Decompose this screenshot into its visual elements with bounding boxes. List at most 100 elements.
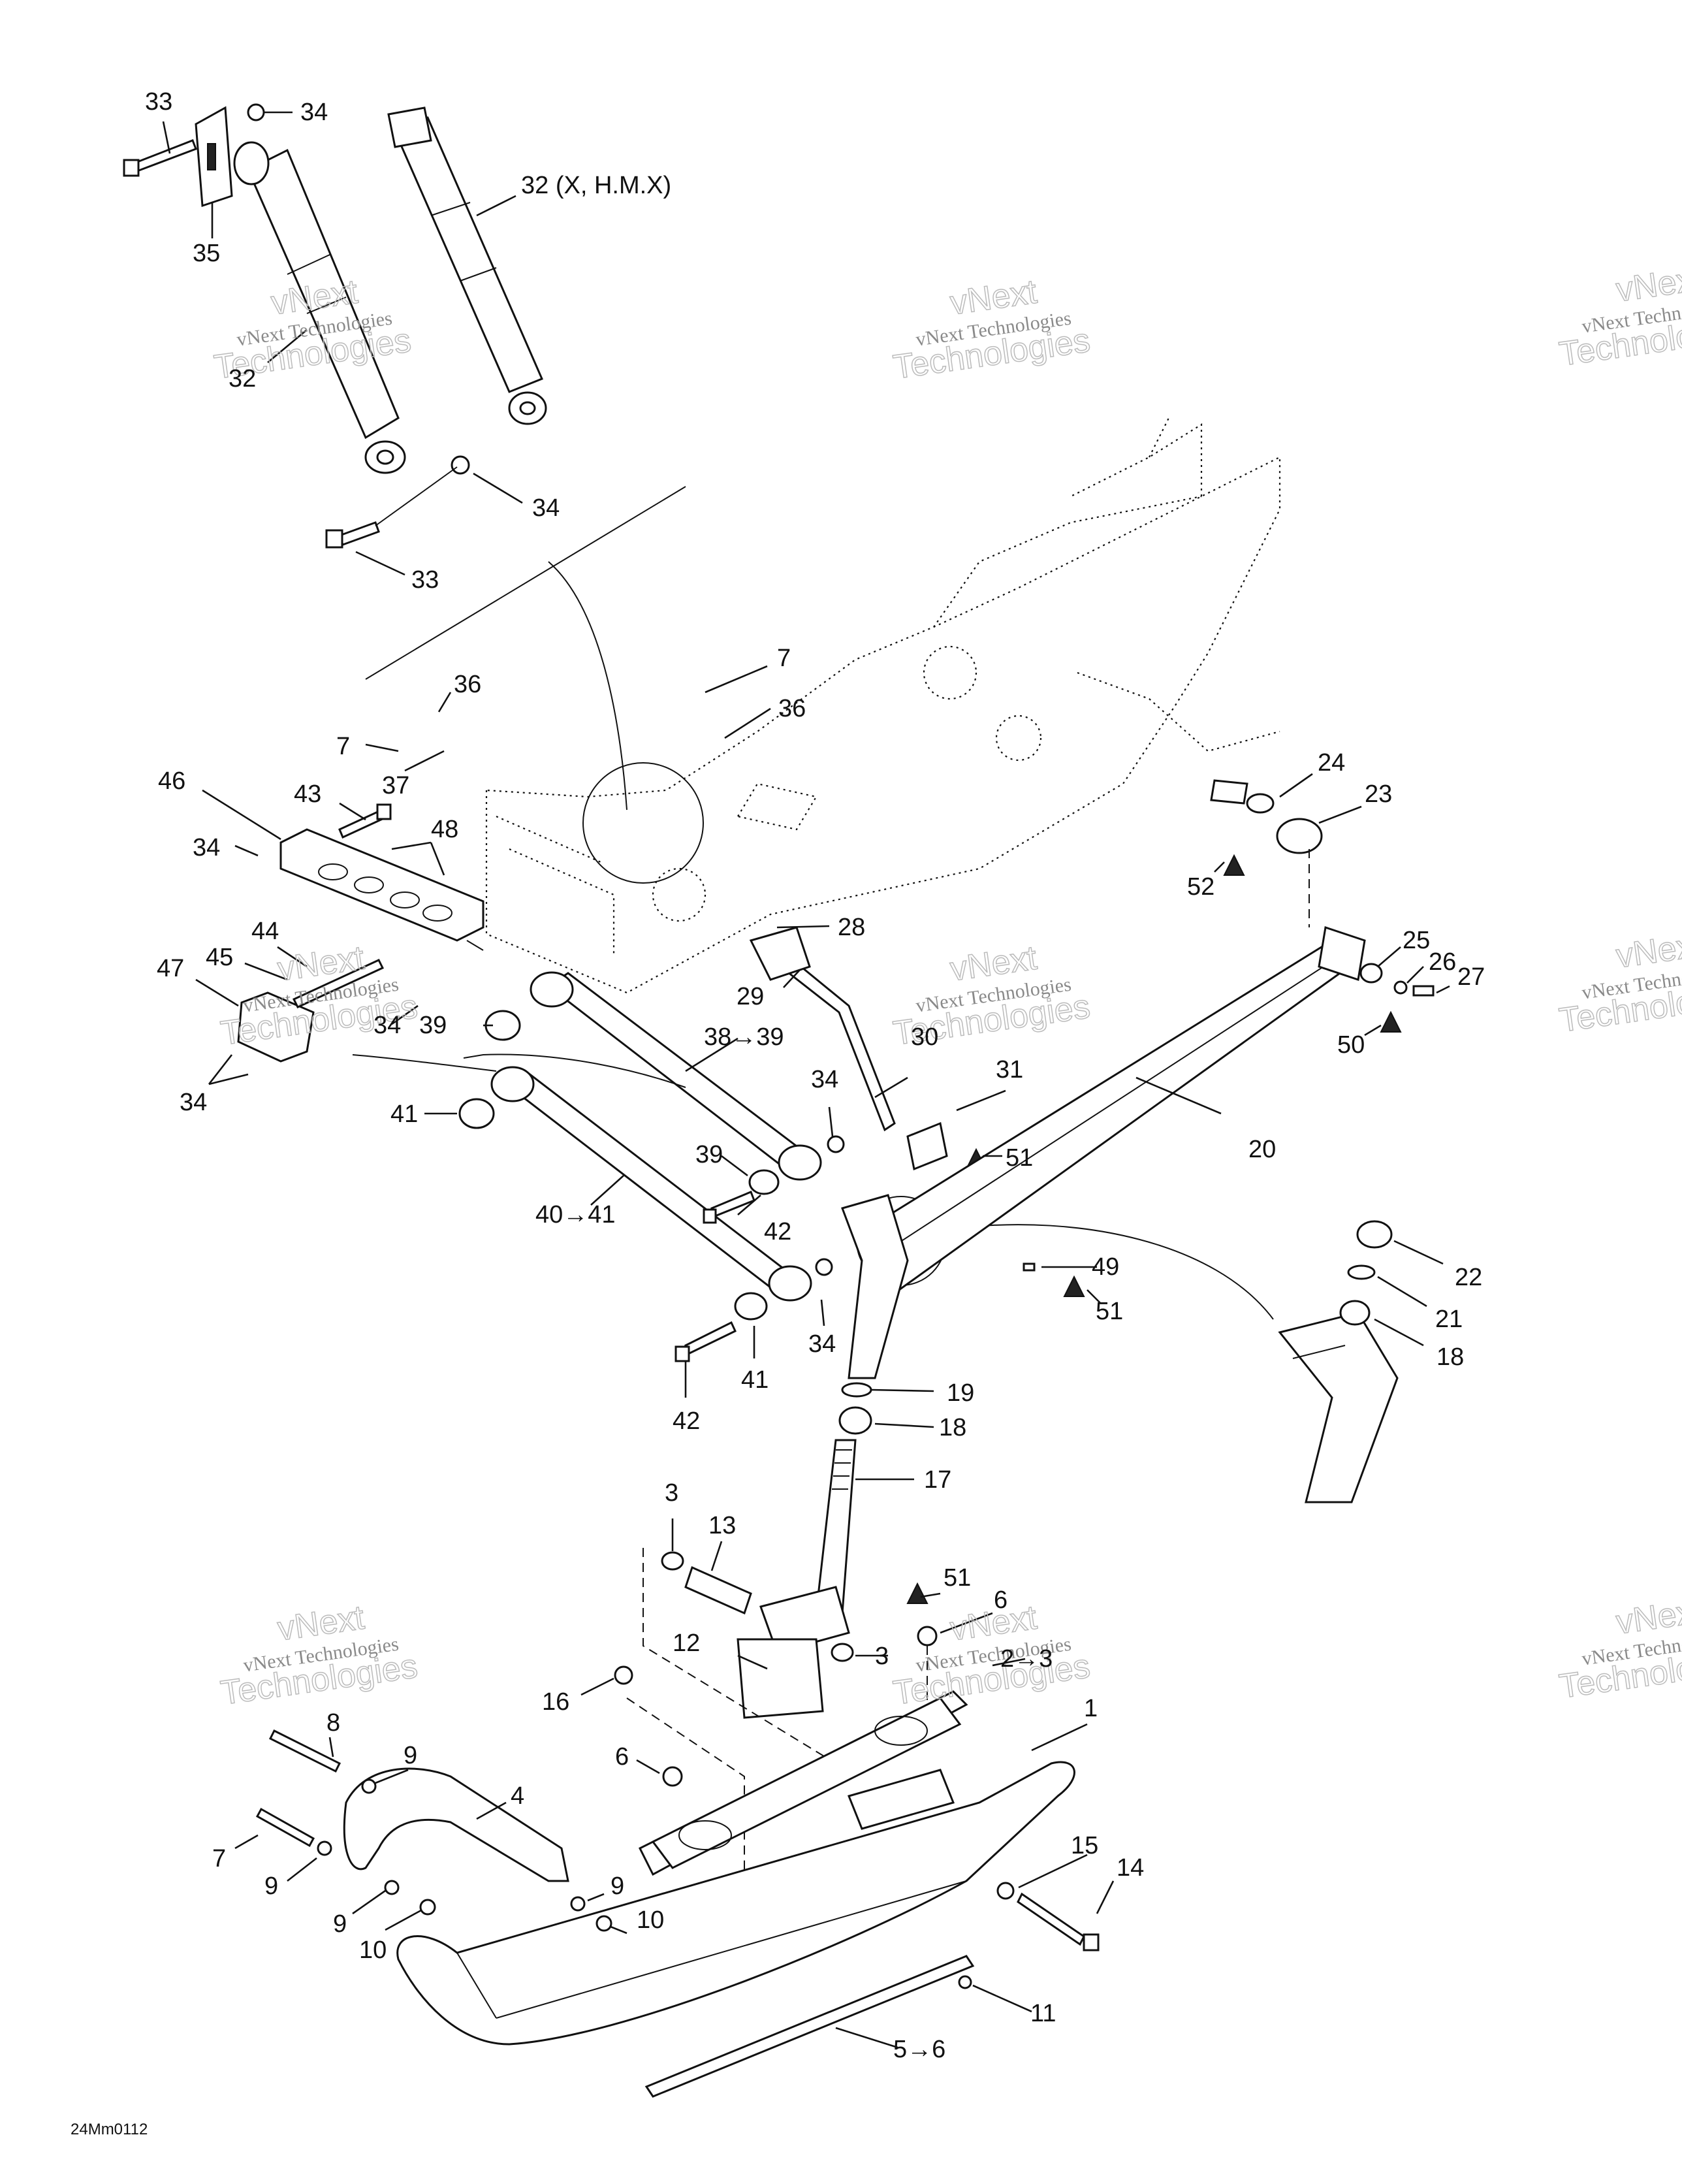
drawing-code: 24Mm0112 bbox=[71, 2121, 148, 2138]
callout-43: 43 bbox=[294, 780, 321, 808]
callout-34: 34 bbox=[373, 1012, 401, 1039]
bolt-44 bbox=[292, 959, 385, 1008]
callout-41: 41 bbox=[741, 1366, 769, 1394]
callout-34: 34 bbox=[532, 494, 560, 522]
nut-34-rod-lower bbox=[815, 1258, 833, 1276]
radius-rod-20 bbox=[867, 926, 1366, 1295]
nut-16 bbox=[614, 1665, 633, 1685]
callout-18: 18 bbox=[939, 1414, 966, 1441]
bolt-43 bbox=[338, 803, 392, 839]
spindle-housing bbox=[841, 1194, 909, 1379]
callout-42: 42 bbox=[673, 1407, 700, 1435]
sway-bar-30 bbox=[749, 926, 948, 1171]
callout-48: 48 bbox=[431, 816, 458, 843]
callout-34: 34 bbox=[180, 1089, 207, 1116]
callout-39: 39 bbox=[695, 1141, 723, 1168]
callout-12: 12 bbox=[673, 1630, 700, 1657]
nut-3-right bbox=[831, 1643, 854, 1662]
detail-circle-upper bbox=[582, 762, 704, 884]
nut-34-upper bbox=[247, 103, 265, 121]
callout-13: 13 bbox=[708, 1512, 736, 1539]
watermark-8: vNext vNext Technologies Technologies bbox=[891, 1598, 1093, 1713]
callout-47: 47 bbox=[157, 955, 184, 982]
washer-25 bbox=[1359, 963, 1383, 984]
callout-36: 36 bbox=[778, 695, 806, 722]
watermark-9: vNext vNext Technologies Technologies bbox=[1557, 1592, 1682, 1707]
grease-fitting-51-b bbox=[1063, 1275, 1085, 1297]
washer-21-detail bbox=[1347, 1264, 1376, 1280]
nut-6-lower bbox=[662, 1766, 683, 1787]
callout-39: 39 bbox=[419, 1012, 447, 1039]
shock-bracket-35 bbox=[195, 106, 233, 208]
rubber-pad-12 bbox=[737, 1638, 824, 1719]
bolt-33-lower bbox=[325, 521, 380, 549]
ski-handle-4 bbox=[343, 1767, 569, 1882]
nut-10-b bbox=[595, 1915, 612, 1932]
washer-9-b bbox=[317, 1840, 332, 1856]
callout-4: 4 bbox=[511, 1782, 524, 1810]
leader-lines bbox=[162, 111, 1450, 2049]
callout-15: 15 bbox=[1071, 1832, 1098, 1859]
callout-42: 42 bbox=[764, 1218, 791, 1245]
watermark-6: vNext vNext Technologies Technologies bbox=[1557, 925, 1682, 1040]
callout-50: 50 bbox=[1337, 1031, 1365, 1059]
bushing-23 bbox=[1276, 818, 1323, 854]
callout-40-41: 40→41 bbox=[535, 1201, 616, 1228]
bushing-41-lower bbox=[734, 1292, 768, 1321]
nut-34-lower bbox=[451, 455, 470, 475]
callout-16: 16 bbox=[542, 1688, 569, 1716]
callout-21: 21 bbox=[1435, 1306, 1463, 1333]
front-bracket-47 bbox=[237, 991, 315, 1063]
ski-1 bbox=[396, 1761, 1075, 2046]
ski-leg-detail bbox=[1278, 1311, 1399, 1503]
callout-29: 29 bbox=[737, 983, 764, 1010]
spindle-17 bbox=[759, 1439, 857, 1654]
callout-23: 23 bbox=[1365, 780, 1392, 808]
callout-9: 9 bbox=[333, 1910, 347, 1938]
nut-6-upper bbox=[917, 1626, 938, 1646]
bushing-18-detail bbox=[1339, 1300, 1371, 1326]
callout-14: 14 bbox=[1117, 1854, 1144, 1882]
bushing-22-detail bbox=[1356, 1220, 1393, 1249]
bushing-18 bbox=[838, 1406, 872, 1435]
callout-34: 34 bbox=[808, 1330, 836, 1358]
spacer-13 bbox=[684, 1566, 752, 1615]
lockwasher-26 bbox=[1393, 980, 1408, 995]
callout-10: 10 bbox=[359, 1936, 387, 1964]
callout-18: 18 bbox=[1436, 1343, 1464, 1371]
callout-9: 9 bbox=[264, 1872, 278, 1900]
callout-22: 22 bbox=[1455, 1264, 1482, 1291]
svg-text:vNext: vNext bbox=[1614, 260, 1682, 310]
callout-6: 6 bbox=[615, 1743, 629, 1771]
callout-24: 24 bbox=[1318, 749, 1345, 777]
callout-33: 33 bbox=[145, 88, 172, 116]
callout-49: 49 bbox=[1092, 1253, 1119, 1281]
callout-19: 19 bbox=[947, 1379, 974, 1407]
callout-28: 28 bbox=[838, 914, 865, 941]
bolt-42-lower bbox=[674, 1321, 737, 1362]
callout-27: 27 bbox=[1457, 963, 1485, 991]
callout-38-39: 38→39 bbox=[704, 1023, 784, 1051]
callout-46: 46 bbox=[158, 767, 185, 795]
callout-51: 51 bbox=[1006, 1144, 1033, 1172]
front-bracket-46 bbox=[279, 828, 484, 942]
shock-absorber-32 bbox=[233, 141, 406, 474]
washer-19 bbox=[841, 1382, 872, 1398]
callout-7: 7 bbox=[777, 645, 791, 672]
callout-31: 31 bbox=[996, 1056, 1023, 1084]
bolt-7 bbox=[255, 1807, 315, 1848]
callout-9: 9 bbox=[611, 1872, 624, 1900]
screw-49 bbox=[1023, 1262, 1036, 1272]
frame-chassis bbox=[485, 417, 1281, 994]
callout-7: 7 bbox=[212, 1845, 226, 1872]
callout-17: 17 bbox=[924, 1466, 951, 1494]
callout-51: 51 bbox=[944, 1564, 971, 1592]
bolt-14 bbox=[1017, 1892, 1100, 1951]
nut-34-rod-upper bbox=[827, 1135, 845, 1153]
bolt-8 bbox=[268, 1729, 341, 1773]
bolt-42-upper bbox=[703, 1191, 755, 1224]
shock-absorber-32-xhmx bbox=[387, 106, 547, 425]
callout-34: 34 bbox=[811, 1066, 838, 1093]
runner-5 bbox=[644, 1955, 975, 2098]
callout-9: 9 bbox=[404, 1742, 417, 1769]
